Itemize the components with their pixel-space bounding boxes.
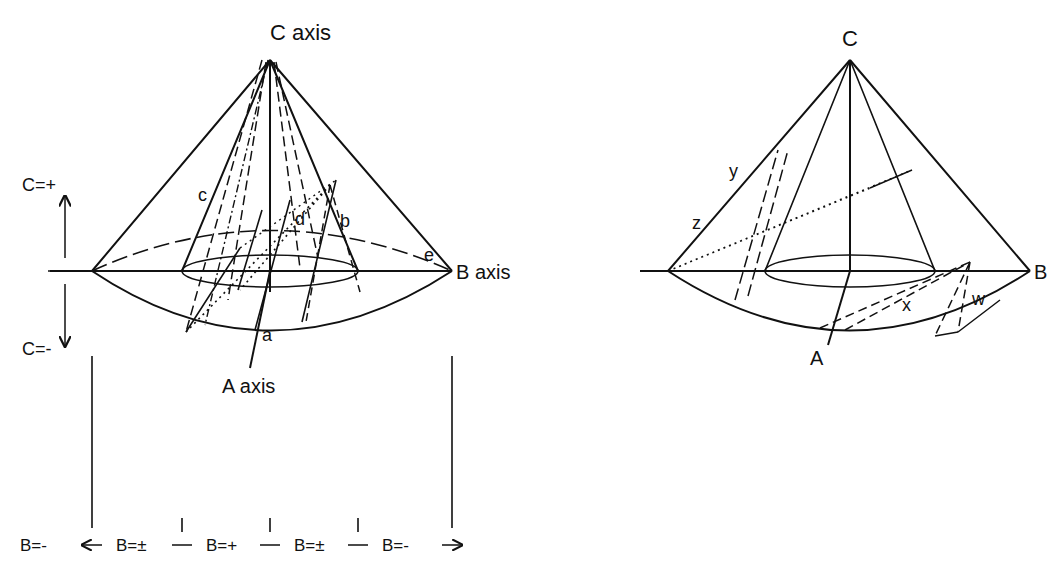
plane-letter: y [729, 162, 738, 180]
axis-label: B [1034, 262, 1047, 282]
plane-letter: a [262, 326, 272, 344]
region-label: B=- [20, 537, 47, 554]
axis-label: C axis [270, 22, 331, 44]
plane-letter: w [972, 290, 985, 308]
sign-label: C=+ [22, 176, 56, 194]
plane-letter: d [295, 210, 305, 228]
plane-letter: x [902, 296, 911, 314]
axis-label: B axis [456, 262, 510, 282]
plane-letter: e [424, 246, 434, 264]
sign-label: C=- [22, 340, 52, 358]
region-label: B=- [382, 537, 409, 554]
region-label: B=± [116, 537, 147, 554]
region-label: B=± [294, 537, 325, 554]
region-label: B=+ [206, 537, 237, 554]
plane-letter: z [692, 214, 701, 232]
axis-label: A [810, 348, 823, 368]
axis-label: A axis [222, 376, 275, 396]
plane-letter: c [198, 186, 207, 204]
plane-letter: b [340, 212, 350, 230]
axis-label: C [842, 28, 858, 50]
